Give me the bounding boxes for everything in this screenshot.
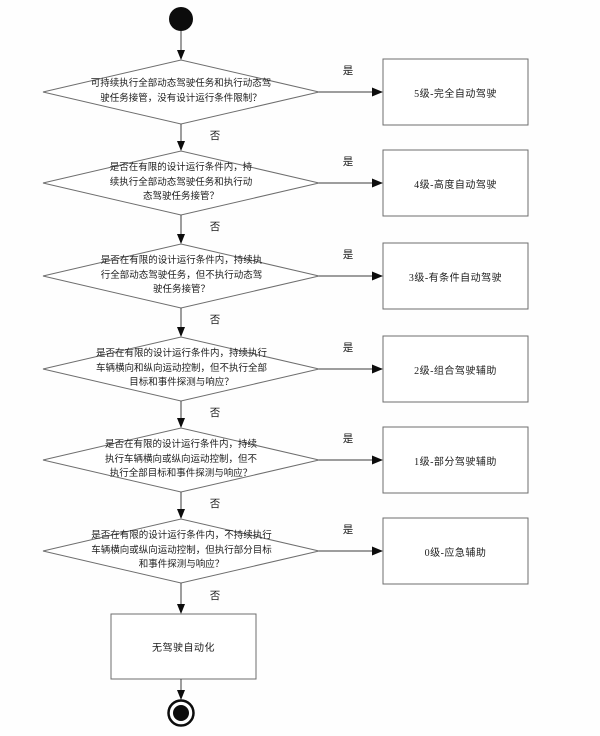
decision-question: 是否在有限的设计运行条件内，持续执行车辆横向或纵向运动控制，但不执行全部目标和事…: [104, 439, 257, 480]
yes-label: 是: [342, 156, 354, 168]
no-label: 否: [209, 314, 221, 326]
yes-label: 是: [342, 65, 354, 77]
result-box-level1: [382, 426, 529, 494]
result-box-level5: [382, 58, 529, 126]
yes-label: 是: [342, 342, 354, 354]
decision-question: 是否在有限的设计运行条件内，持续执行车辆横向和纵向运动控制，但不执行全部目标和事…: [95, 348, 267, 389]
yes-label: 是: [342, 433, 354, 445]
result-box-level0: [382, 517, 529, 585]
decision-question: 是否在有限的设计运行条件内，不持续执行车辆横向或纵向运动控制，但执行部分目标和事…: [91, 530, 272, 571]
arrowhead-down-icon: [177, 234, 185, 244]
yes-label: 是: [342, 524, 354, 536]
result-box-level4: [382, 149, 529, 217]
result-label-level3: 3级-有条件自动驾驶: [408, 272, 503, 284]
arrowhead-down-icon: [177, 327, 185, 337]
decision-question: 是否在有限的设计运行条件内，持续执行全部动态驾驶任务和执行动态驾驶任务接管？: [109, 162, 253, 203]
decision-question: 可持续执行全部动态驾驶任务和执行动态驾驶任务接管，没有设计运行条件限制？: [90, 79, 272, 104]
arrowhead-right-icon: [372, 271, 383, 281]
result-box-level3: [382, 242, 529, 310]
yes-label: 是: [342, 249, 354, 261]
end-node: [173, 705, 189, 721]
no-label: 否: [209, 130, 221, 142]
start-node: [169, 7, 193, 31]
no-label: 否: [209, 498, 221, 510]
arrowhead-down-icon: [177, 50, 185, 60]
no-label: 否: [209, 590, 221, 602]
end-node-ring: [167, 699, 195, 727]
arrowhead-right-icon: [372, 364, 383, 374]
decision-question: 是否在有限的设计运行条件内，持续执行全部动态驾驶任务，但不执行动态驾驶任务接管？: [100, 255, 263, 296]
no-automation-label: 无驾驶自动化: [152, 643, 215, 654]
result-box-level2: [382, 335, 529, 403]
result-label-level0: 0级-应急辅助: [424, 547, 487, 559]
arrowhead-right-icon: [372, 87, 383, 97]
result-label-level5: 5级-完全自动驾驶: [414, 88, 497, 100]
no-label: 否: [209, 407, 221, 419]
arrowhead-down-icon: [177, 418, 185, 428]
arrowhead-down-icon: [177, 141, 185, 151]
arrowhead-down-icon: [177, 604, 185, 614]
arrowhead-right-icon: [372, 455, 383, 465]
no-automation-box: [110, 613, 257, 680]
arrowhead-down-icon: [177, 509, 185, 519]
result-label-level2: 2级-组合驾驶辅助: [414, 365, 497, 377]
result-label-level4: 4级-高度自动驾驶: [414, 179, 497, 191]
no-label: 否: [209, 221, 221, 233]
arrowhead-down-icon: [177, 690, 185, 700]
result-label-level1: 1级-部分驾驶辅助: [414, 456, 497, 468]
arrowhead-right-icon: [372, 178, 383, 188]
arrowhead-right-icon: [372, 546, 383, 556]
